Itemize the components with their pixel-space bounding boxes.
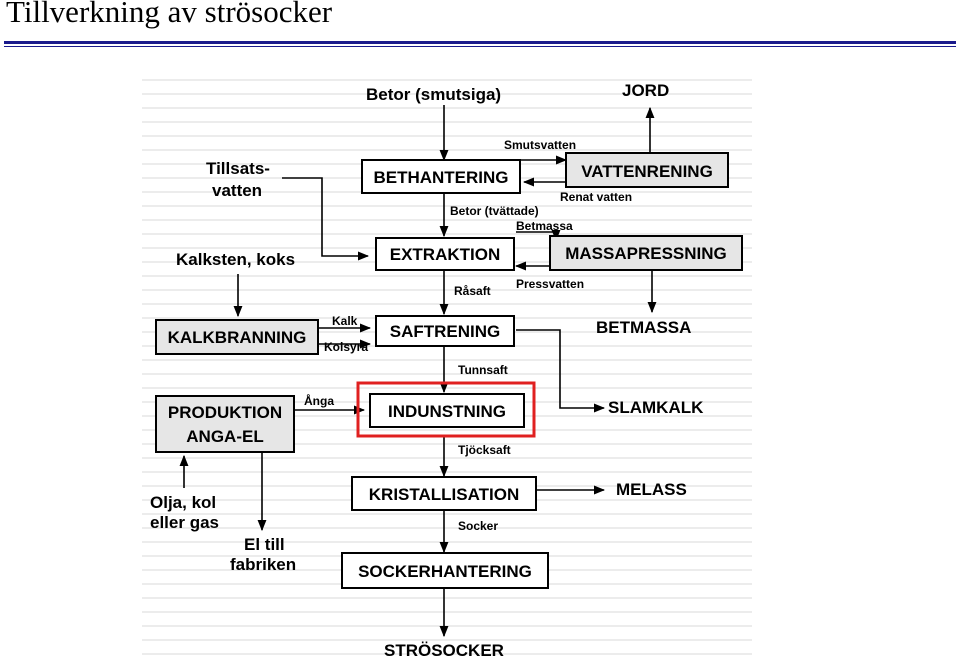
flow-renat-vatten: Renat vatten [560, 190, 632, 204]
input-betor: Betor (smutsiga) [366, 85, 501, 104]
input-tillsatsvatten-1: Tillsats- [206, 159, 270, 178]
box-sockerhantering: SOCKERHANTERING [341, 552, 549, 589]
box-kalkbranning: KALKBRANNING [155, 319, 319, 355]
box-extraktion: EXTRAKTION [375, 237, 515, 271]
box-bethantering: BETHANTERING [361, 159, 521, 194]
flow-tunnsaft: Tunnsaft [458, 363, 508, 377]
input-tillsatsvatten-2: vatten [212, 181, 262, 200]
label-indunstning: INDUNSTNING [388, 402, 506, 421]
flow-socker: Socker [458, 519, 498, 533]
flow-kolsyra: Kolsyra [324, 340, 368, 354]
label-saftrening: SAFTRENING [390, 322, 501, 341]
flow-smutsvatten: Smutsvatten [504, 138, 576, 152]
output-el-2: fabriken [230, 555, 296, 574]
output-strosocker: STRÖSOCKER [384, 641, 504, 660]
page-title: Tillverkning av strösocker [6, 0, 333, 29]
label-anga-el: ANGA-EL [186, 427, 263, 446]
label-kristallisation: KRISTALLISATION [369, 485, 519, 504]
output-jord: JORD [622, 81, 669, 100]
flow-betmassa: Betmassa [516, 219, 573, 233]
label-kalkbranning: KALKBRANNING [168, 328, 307, 347]
output-betmassa: BETMASSA [596, 318, 691, 337]
highlight-frame [356, 381, 536, 438]
input-olja-1: Olja, kol [150, 493, 216, 512]
flow-kalk: Kalk [332, 314, 358, 328]
label-vattenrening: VATTENRENING [581, 162, 713, 181]
label-produktion: PRODUKTION [168, 403, 282, 422]
flow-rasaft: Råsaft [454, 284, 491, 298]
title-rule [4, 41, 956, 44]
box-indunstning: INDUNSTNING [356, 381, 536, 438]
arrow-to-slamkalk [516, 329, 606, 413]
label-sockerhantering: SOCKERHANTERING [358, 562, 532, 581]
flow-pressvatten: Pressvatten [516, 277, 584, 291]
flow-tjocksaft: Tjöcksaft [458, 443, 511, 457]
box-vattenrening: VATTENRENING [565, 152, 729, 188]
arrow-tillsatsvatten [282, 177, 370, 261]
connectors [179, 105, 657, 638]
box-massapressning: MASSAPRESSNING [549, 235, 743, 271]
flow-anga: Ånga [304, 393, 334, 408]
output-slamkalk: SLAMKALK [608, 398, 704, 417]
title-rule-thin [4, 46, 956, 47]
box-produktion: PRODUKTION ANGA-EL [155, 395, 295, 453]
label-bethantering: BETHANTERING [373, 168, 508, 187]
flow-betor-tvattade: Betor (tvättade) [450, 204, 539, 218]
label-extraktion: EXTRAKTION [390, 245, 501, 264]
box-saftrening: SAFTRENING [375, 315, 515, 347]
box-kristallisation: KRISTALLISATION [351, 476, 537, 511]
input-kalksten: Kalksten, koks [176, 250, 295, 269]
label-massapressning: MASSAPRESSNING [565, 244, 727, 263]
output-melass: MELASS [616, 480, 687, 499]
output-el-1: El till [244, 535, 285, 554]
input-olja-2: eller gas [150, 513, 219, 532]
